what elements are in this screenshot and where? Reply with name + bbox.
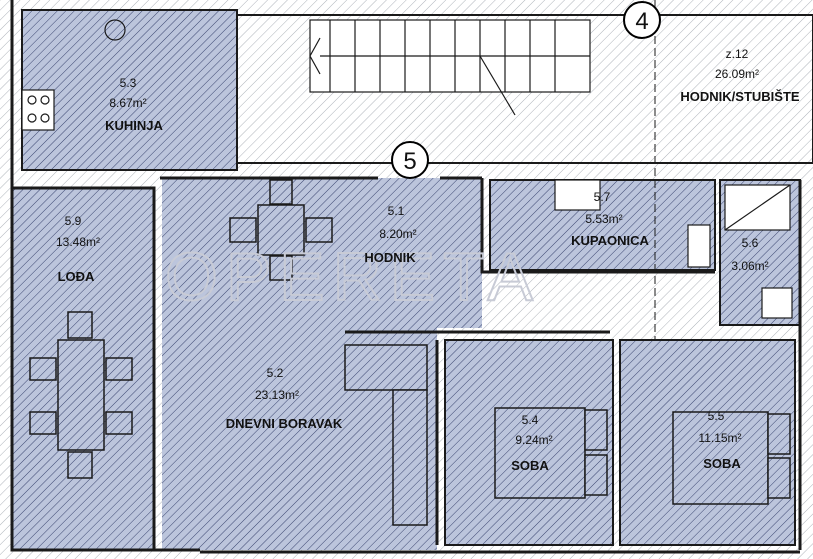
svg-text:SOBA: SOBA	[703, 456, 741, 471]
marker-5: 5	[391, 141, 429, 179]
svg-text:11.15m²: 11.15m²	[698, 431, 741, 445]
svg-text:13.48m²: 13.48m²	[56, 235, 100, 249]
svg-text:5.3: 5.3	[120, 76, 137, 90]
kitchen-fixtures	[21, 19, 126, 131]
marker-4: 4	[623, 1, 661, 39]
svg-text:5: 5	[403, 148, 416, 175]
room-labels: 5.1 8.20m² HODNIK 5.2 23.13m² DNEVNI BOR…	[56, 47, 800, 473]
svg-text:5.4: 5.4	[522, 413, 539, 427]
label-soba-2: 5.5 11.15m² SOBA	[698, 409, 741, 471]
svg-text:5.5: 5.5	[708, 409, 725, 423]
svg-text:5.53m²: 5.53m²	[585, 212, 622, 226]
svg-text:8.67m²: 8.67m²	[109, 96, 146, 110]
svg-text:5.9: 5.9	[65, 214, 82, 228]
svg-text:SOBA: SOBA	[511, 458, 549, 473]
staircase	[309, 19, 591, 116]
label-loda: 5.9 13.48m² LOĐA	[56, 214, 100, 284]
sofa	[344, 344, 428, 526]
svg-text:HODNIK: HODNIK	[364, 250, 416, 265]
svg-text:5.1: 5.1	[388, 204, 405, 218]
svg-text:KUHINJA: KUHINJA	[105, 118, 163, 133]
room-kupaonica	[489, 179, 716, 271]
dining-table-loda	[29, 311, 133, 479]
room-kuhinja	[21, 9, 238, 171]
svg-text:z.12: z.12	[726, 47, 749, 61]
svg-text:4: 4	[635, 8, 648, 35]
svg-text:5.6: 5.6	[742, 236, 759, 250]
svg-text:26.09m²: 26.09m²	[715, 67, 759, 81]
label-kuhinja: 5.3 8.67m² KUHINJA	[105, 76, 163, 133]
label-kupaonica: 5.7 5.53m² KUPAONICA	[571, 190, 649, 248]
svg-text:9.24m²: 9.24m²	[515, 433, 552, 447]
label-soba-1: 5.4 9.24m² SOBA	[511, 413, 552, 473]
label-hodnik: 5.1 8.20m² HODNIK	[364, 204, 416, 265]
svg-text:HODNIK/STUBIŠTE: HODNIK/STUBIŠTE	[680, 89, 800, 104]
svg-text:KUPAONICA: KUPAONICA	[571, 233, 649, 248]
svg-text:LOĐA: LOĐA	[58, 269, 95, 284]
room-hodnik	[162, 178, 482, 328]
label-boravak: 5.2 23.13m² DNEVNI BORAVAK	[226, 366, 343, 431]
beds	[494, 407, 791, 505]
dining-table-hodnik	[229, 179, 333, 281]
svg-text:DNEVNI BORAVAK: DNEVNI BORAVAK	[226, 416, 343, 431]
watermark: OPERETA	[165, 239, 541, 315]
label-stubiste: z.12 26.09m² HODNIK/STUBIŠTE	[680, 47, 800, 104]
svg-text:5.7: 5.7	[594, 190, 611, 204]
svg-text:5.2: 5.2	[267, 366, 284, 380]
walls	[10, 0, 802, 554]
bathroom-fixtures	[554, 179, 793, 319]
svg-text:3.06m²: 3.06m²	[731, 259, 768, 273]
label-wc: 5.6 3.06m²	[731, 236, 768, 273]
svg-text:23.13m²: 23.13m²	[255, 388, 299, 402]
svg-text:8.20m²: 8.20m²	[379, 227, 416, 241]
